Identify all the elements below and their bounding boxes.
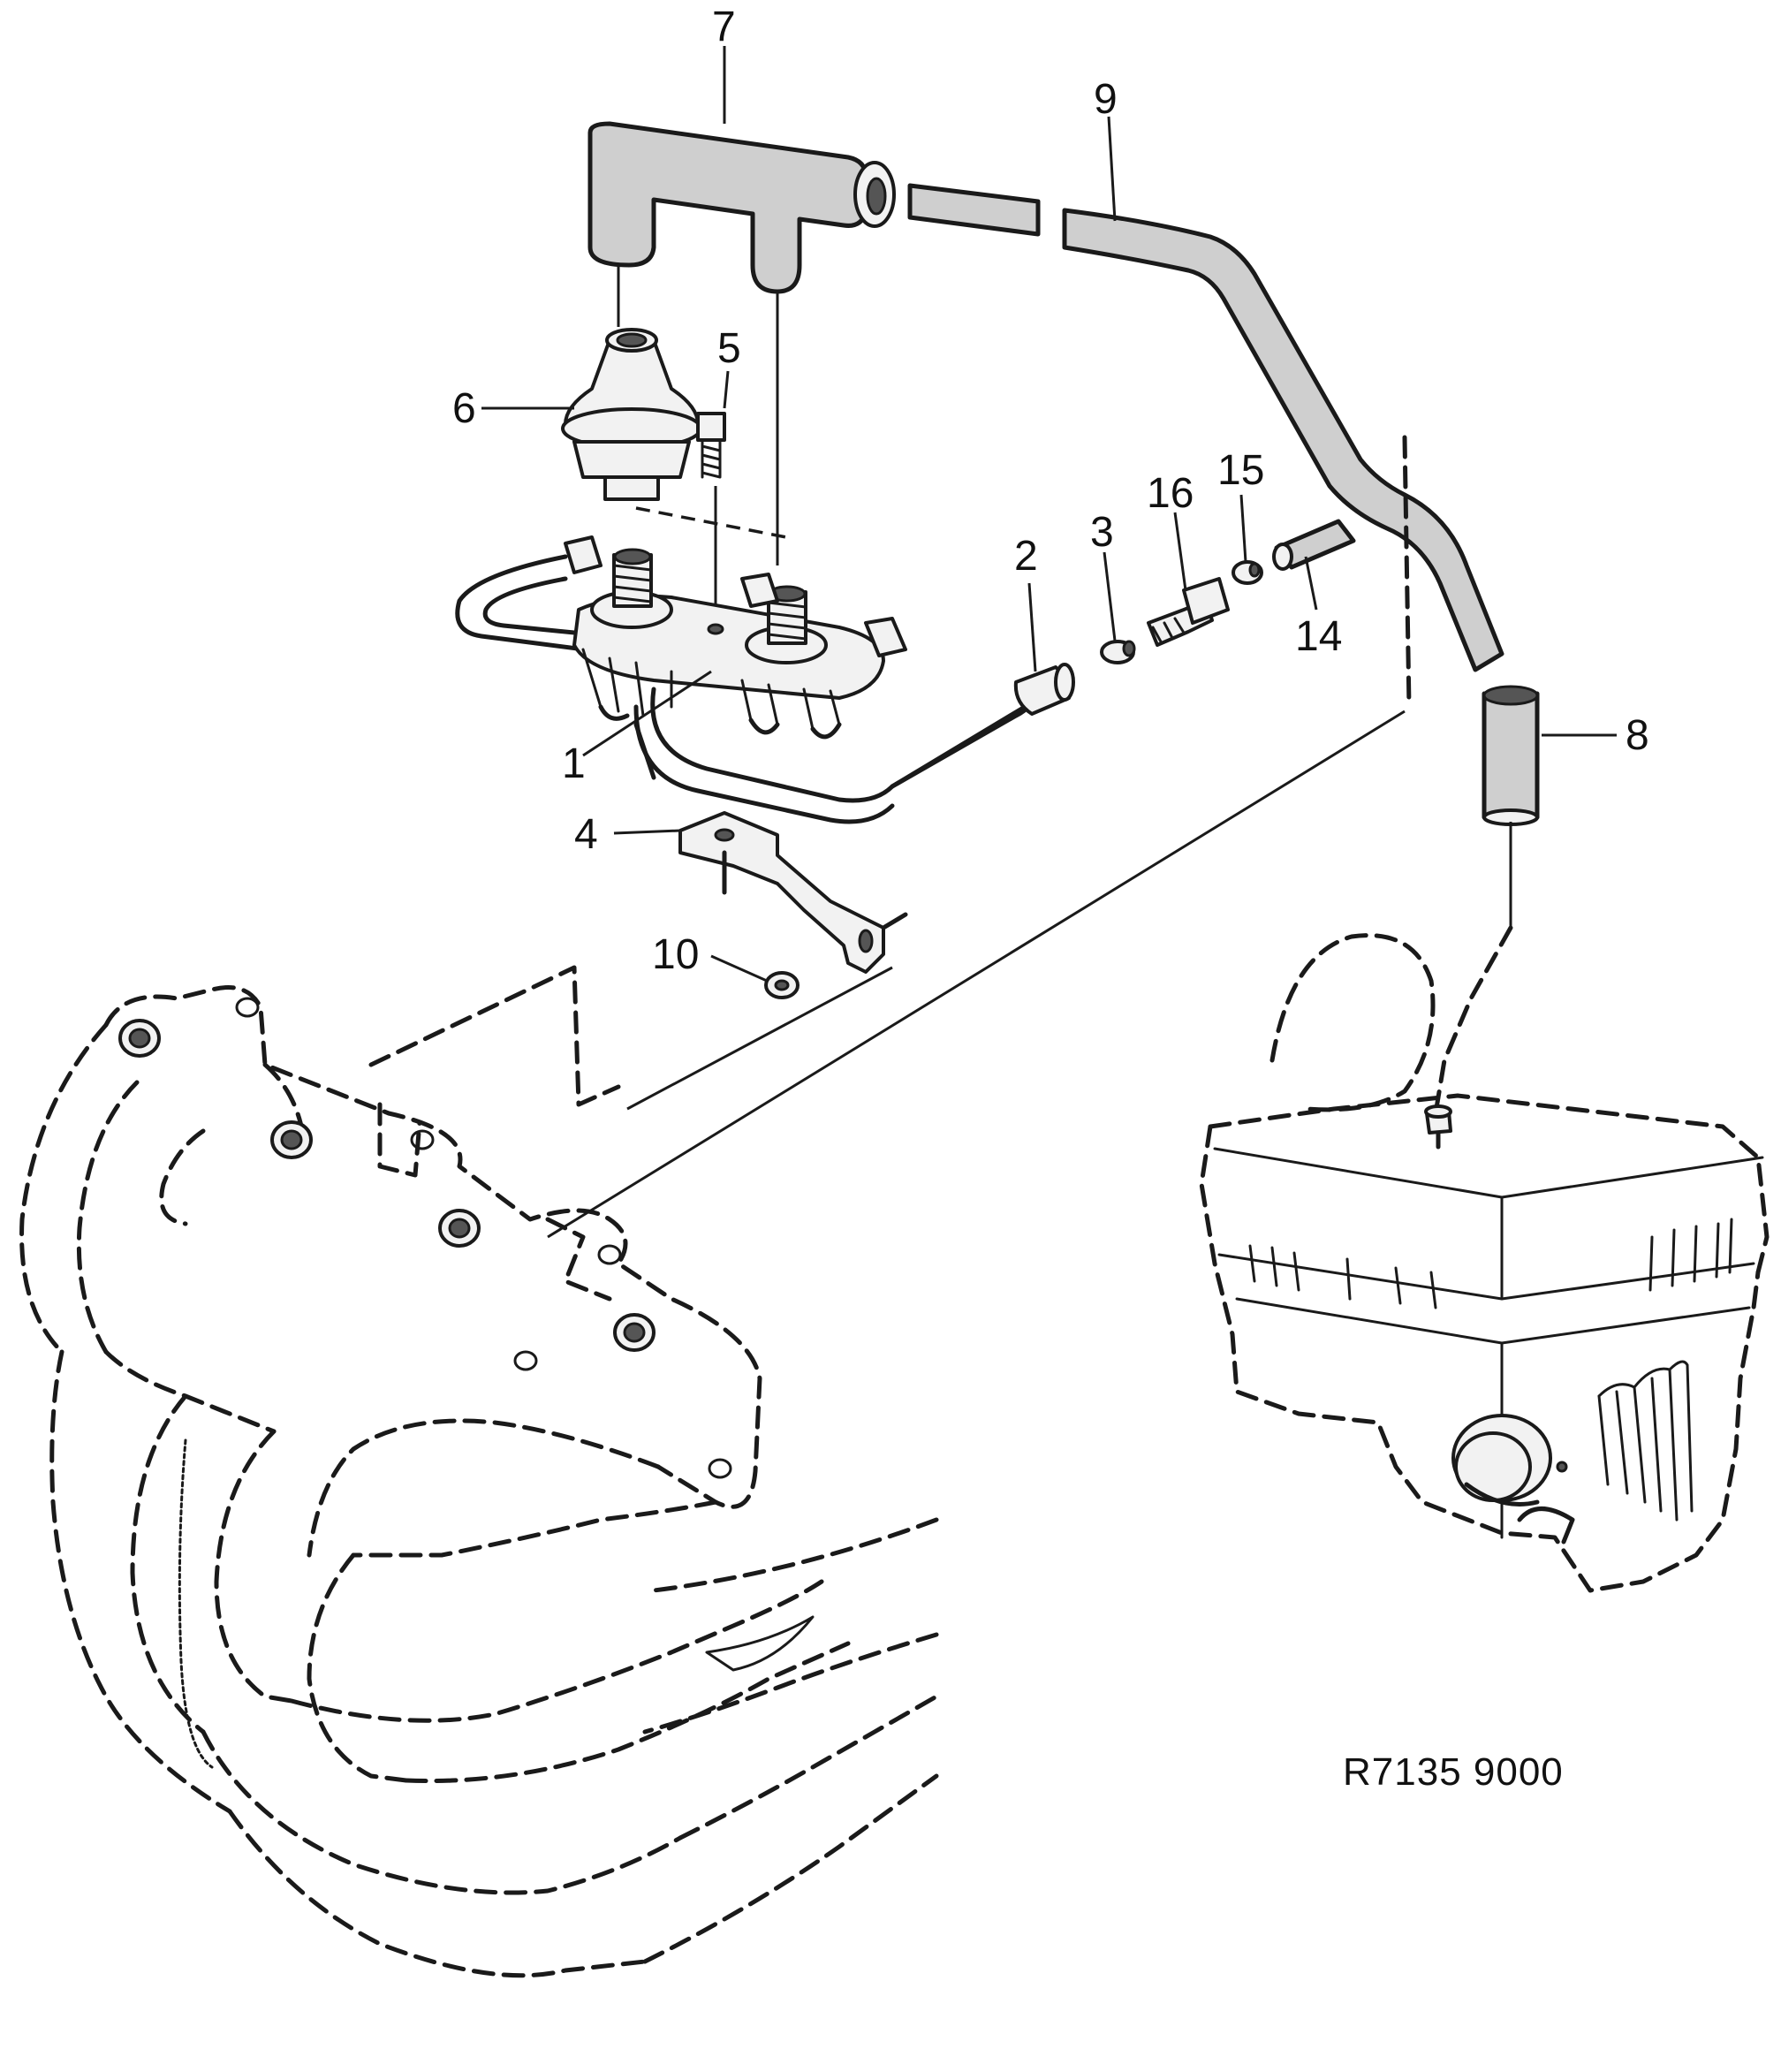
leader-4 bbox=[613, 829, 681, 835]
union-nut bbox=[1013, 663, 1075, 716]
leader-14 bbox=[1304, 556, 1318, 611]
check-valve bbox=[561, 328, 702, 501]
leader-1 bbox=[582, 670, 712, 757]
dashed-valve-manifold bbox=[635, 506, 787, 539]
leader-long-bracket bbox=[626, 966, 893, 1111]
air-filter-housing bbox=[1199, 933, 1770, 1593]
callout-10: 10 bbox=[652, 931, 699, 978]
leader-10 bbox=[710, 954, 768, 983]
bolt bbox=[696, 412, 726, 479]
callout-16: 16 bbox=[1147, 470, 1194, 517]
callout-15: 15 bbox=[1217, 447, 1264, 494]
leader-16 bbox=[1173, 512, 1187, 591]
breather-hose bbox=[907, 183, 1504, 672]
leader-long-manifold bbox=[547, 710, 1406, 1239]
small-nut bbox=[1232, 560, 1263, 585]
small-hose bbox=[1272, 519, 1356, 571]
reference-code: R7135 9000 bbox=[1343, 1750, 1564, 1794]
sleeve bbox=[1100, 640, 1136, 664]
callout-6: 6 bbox=[452, 385, 476, 432]
leader-5 bbox=[723, 370, 730, 409]
exhaust-manifold bbox=[19, 985, 939, 1978]
callout-2: 2 bbox=[1014, 533, 1038, 580]
leader-2 bbox=[1027, 582, 1037, 672]
connection-line-air-filter-dashed bbox=[1433, 925, 1513, 1116]
callout-7: 7 bbox=[712, 4, 736, 50]
leader-9 bbox=[1107, 116, 1117, 222]
washer bbox=[764, 971, 800, 999]
leader-3 bbox=[1103, 551, 1117, 641]
callout-1: 1 bbox=[562, 740, 586, 787]
callout-9: 9 bbox=[1094, 76, 1118, 123]
tee-hose bbox=[587, 121, 896, 294]
dashed-guide-zigzag bbox=[368, 965, 621, 1107]
callout-3: 3 bbox=[1090, 509, 1114, 556]
injection-manifold bbox=[455, 535, 1041, 824]
callout-14: 14 bbox=[1295, 613, 1342, 660]
dashed-guide bbox=[1402, 435, 1412, 710]
short-hose bbox=[1482, 685, 1540, 826]
pipe-to-union bbox=[890, 704, 1027, 789]
callout-5: 5 bbox=[717, 325, 741, 372]
bracket bbox=[678, 811, 908, 974]
callout-4: 4 bbox=[574, 811, 598, 858]
leader-15 bbox=[1239, 494, 1247, 563]
adapter bbox=[1147, 577, 1230, 647]
callout-8: 8 bbox=[1626, 712, 1649, 759]
